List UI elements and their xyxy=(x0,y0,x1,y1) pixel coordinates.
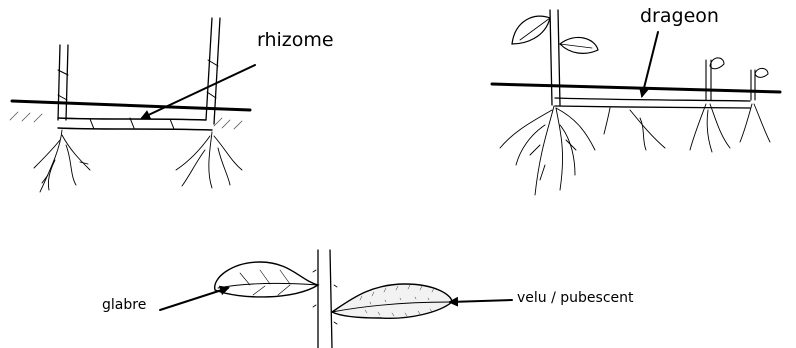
leaf-small-2 xyxy=(755,68,768,77)
velu-arrow xyxy=(450,300,512,302)
label-drageon: drageon xyxy=(640,7,719,26)
leaf-diagram xyxy=(160,250,512,348)
label-glabre: glabre xyxy=(102,298,146,312)
label-velu: velu / pubescent xyxy=(517,291,634,305)
drageon-diagram xyxy=(492,10,780,195)
rhizome-stem xyxy=(58,118,212,130)
glabre-arrow xyxy=(160,288,228,310)
roots-left xyxy=(34,130,90,192)
drageon-arrow xyxy=(642,32,658,96)
leaf-upper xyxy=(512,16,550,44)
leaf-small-1 xyxy=(710,58,724,69)
roots-main xyxy=(500,106,595,195)
roots-along xyxy=(604,104,770,152)
roots-right xyxy=(176,132,242,188)
leaf-right xyxy=(560,37,598,53)
glabre-leaf xyxy=(215,262,318,297)
leaf-stem xyxy=(318,250,332,348)
rhizome-diagram xyxy=(10,18,255,192)
left-shoot xyxy=(58,45,68,120)
soil-line-right xyxy=(492,84,780,92)
label-rhizome: rhizome xyxy=(257,31,334,50)
soil-hatching xyxy=(10,112,242,129)
main-stem xyxy=(550,10,560,105)
shoot-small-2 xyxy=(751,70,755,100)
drageon-root xyxy=(555,98,750,108)
